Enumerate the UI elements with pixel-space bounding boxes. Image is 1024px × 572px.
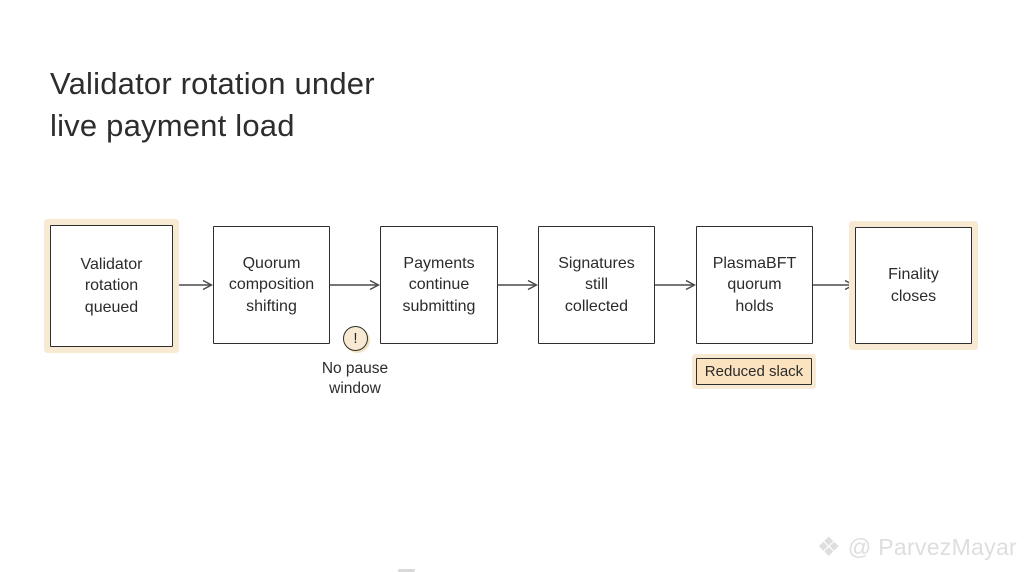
watermark: ❖ @ ParvezMayar xyxy=(817,531,1017,563)
page-title: Validator rotation under live payment lo… xyxy=(50,65,375,143)
flow-node-label: Signatures still collected xyxy=(558,254,635,315)
flow-node-signatures-still-collected: Signatures still collected xyxy=(538,226,655,344)
flow-node-label: Payments continue submitting xyxy=(402,254,476,315)
flow-node-finality-closes: Finality closes xyxy=(855,227,972,344)
arrow-icon xyxy=(813,279,855,291)
diamond-logo-icon: ❖ xyxy=(816,531,841,562)
exclamation-icon: ! xyxy=(343,326,368,351)
flow-node-payments-continue-submitting: Payments continue submitting xyxy=(380,226,498,344)
bottom-edge-artifact xyxy=(398,569,415,572)
annotation-no-pause-window: No pause window xyxy=(321,360,389,397)
flow-node-label: Validator rotation queued xyxy=(80,255,143,316)
flow-node-validator-rotation-queued: Validator rotation queued xyxy=(50,225,173,347)
arrow-icon xyxy=(173,279,213,291)
flow-node-quorum-composition-shifting: Quorum composition shifting xyxy=(213,226,330,344)
arrow-icon xyxy=(498,279,538,291)
reduced-slack-badge: Reduced slack xyxy=(696,358,812,385)
arrow-icon xyxy=(330,279,380,291)
flow-node-label: Quorum composition shifting xyxy=(228,254,315,315)
flow-node-plasmabft-quorum-holds: PlasmaBFT quorum holds xyxy=(696,226,813,344)
flow-node-label: PlasmaBFT quorum holds xyxy=(712,254,797,315)
exclamation-symbol: ! xyxy=(353,330,358,347)
arrow-icon xyxy=(655,279,696,291)
watermark-handle: @ ParvezMayar xyxy=(847,533,1017,560)
flow-node-label: Finality closes xyxy=(888,266,939,305)
